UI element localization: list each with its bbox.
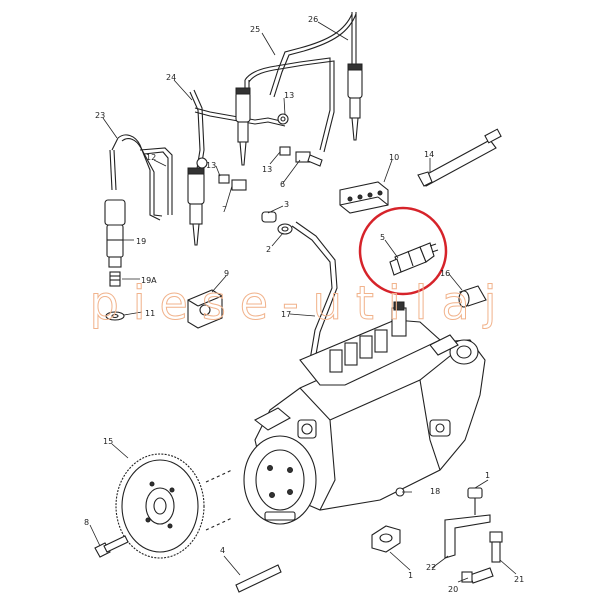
callout-24: 24 bbox=[166, 73, 176, 82]
injector-rear bbox=[235, 87, 251, 166]
callout-18: 18 bbox=[430, 487, 440, 496]
callout-6: 6 bbox=[280, 180, 285, 189]
callout-14: 14 bbox=[424, 150, 434, 159]
callout-19: 19 bbox=[136, 237, 146, 246]
pressure-switch-5 bbox=[389, 242, 439, 276]
callout-13-left: 13 bbox=[206, 161, 216, 170]
callout-7: 7 bbox=[222, 205, 227, 214]
callout-1-bottom: 1 bbox=[408, 571, 413, 580]
drive-hub bbox=[243, 435, 317, 525]
callout-12: 12 bbox=[146, 153, 156, 162]
callout-9: 9 bbox=[224, 269, 229, 278]
nut-1 bbox=[371, 525, 401, 553]
callout-26: 26 bbox=[308, 15, 318, 24]
callout-23: 23 bbox=[95, 111, 105, 120]
callout-13-top: 13 bbox=[284, 91, 294, 100]
injector-19 bbox=[104, 199, 126, 321]
callout-5: 5 bbox=[380, 233, 385, 242]
bolt-8 bbox=[94, 535, 129, 558]
callout-3: 3 bbox=[284, 200, 289, 209]
bracket-22 bbox=[444, 487, 503, 584]
callout-25: 25 bbox=[250, 25, 260, 34]
injector-front bbox=[347, 63, 363, 141]
sleeve-16 bbox=[458, 285, 487, 308]
callout-4: 4 bbox=[220, 546, 225, 555]
callout-2: 2 bbox=[266, 245, 271, 254]
stud-4 bbox=[235, 564, 282, 593]
callout-10: 10 bbox=[389, 153, 399, 162]
callout-1-right: 1 bbox=[485, 471, 490, 480]
clamp-9 bbox=[187, 289, 223, 329]
callout-21: 21 bbox=[514, 575, 524, 584]
callout-13-mid: 13 bbox=[262, 165, 272, 174]
callout-20: 20 bbox=[448, 585, 458, 594]
bracket-10 bbox=[339, 181, 389, 214]
callout-labels: 25 26 24 23 12 13 13 13 7 6 3 2 10 14 5 … bbox=[84, 15, 524, 594]
callout-8: 8 bbox=[84, 518, 89, 527]
callout-15: 15 bbox=[103, 437, 113, 446]
leader-lines bbox=[89, 21, 517, 583]
injector-middle bbox=[187, 167, 205, 246]
callout-17: 17 bbox=[281, 310, 291, 319]
gear-15 bbox=[115, 453, 233, 559]
fittings bbox=[196, 113, 323, 235]
highlight-circle bbox=[358, 206, 448, 296]
injector-pipes bbox=[109, 12, 357, 221]
callout-19a: 19A bbox=[141, 276, 157, 285]
leak-off-pipe-14 bbox=[417, 128, 502, 187]
callout-22: 22 bbox=[426, 563, 436, 572]
pipe-17 bbox=[291, 221, 338, 361]
callout-11: 11 bbox=[145, 309, 155, 318]
callout-16: 16 bbox=[440, 269, 450, 278]
